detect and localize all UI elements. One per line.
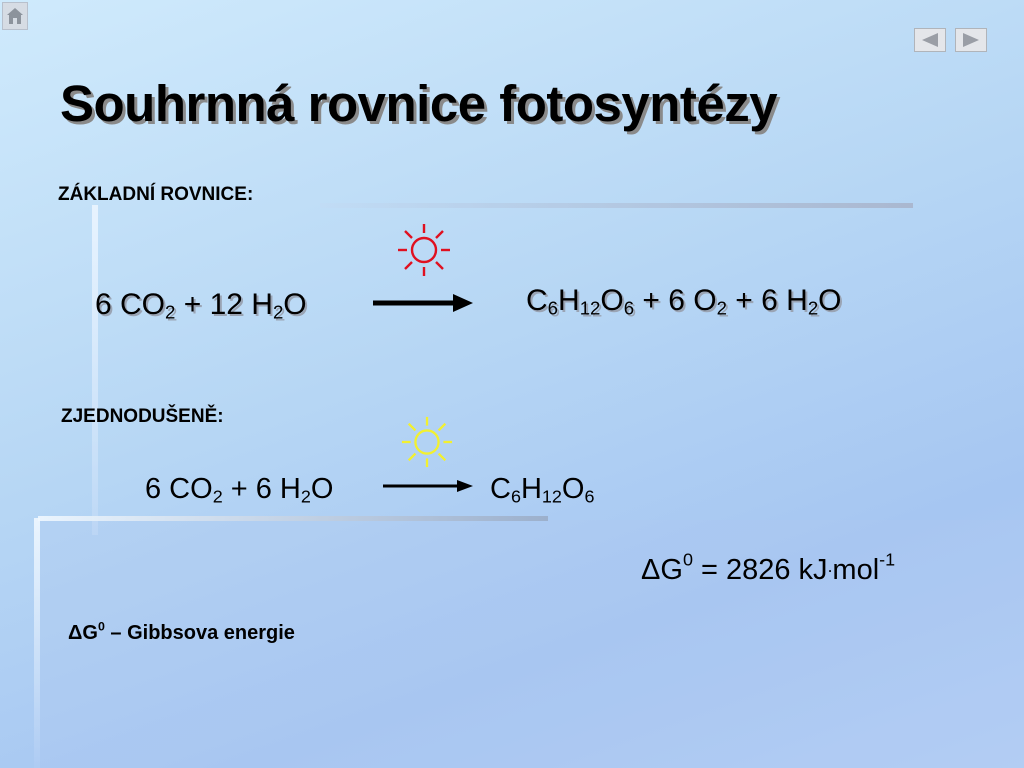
sun-icon [398, 224, 450, 276]
sun-icon [401, 416, 453, 468]
triangle-left-icon [922, 33, 938, 47]
equation-2-reactants: 6 CO2 + 6 H2O [145, 473, 334, 507]
next-slide-button[interactable] [955, 28, 987, 52]
background-panel [40, 520, 1024, 768]
decorative-line [34, 518, 40, 768]
section-label-simplified: ZJEDNODUŠENĚ: [61, 406, 224, 427]
previous-slide-button[interactable] [914, 28, 946, 52]
section-label-basic: ZÁKLADNÍ ROVNICE: [58, 184, 254, 205]
reaction-arrow [373, 294, 473, 312]
home-button[interactable] [2, 2, 28, 30]
slide-title: Souhrnná rovnice fotosyntézy [60, 75, 778, 132]
gibbs-energy-note: ΔG0 – Gibbsova energie [68, 619, 295, 644]
reaction-arrow [383, 480, 473, 492]
home-icon [7, 8, 23, 24]
decorative-line [92, 205, 98, 535]
gibbs-energy-value: ΔG0 = 2826 kJ.mol-1 [641, 549, 896, 586]
equation-2-products: C6H12O6 [490, 473, 595, 507]
equation-1-products: C6H12O6 + 6 O2 + 6 H2O [526, 284, 842, 319]
decorative-line [320, 203, 913, 208]
equation-1-reactants: 6 CO2 + 12 H2O [95, 288, 307, 323]
triangle-right-icon [963, 33, 979, 47]
decorative-line [38, 516, 548, 521]
